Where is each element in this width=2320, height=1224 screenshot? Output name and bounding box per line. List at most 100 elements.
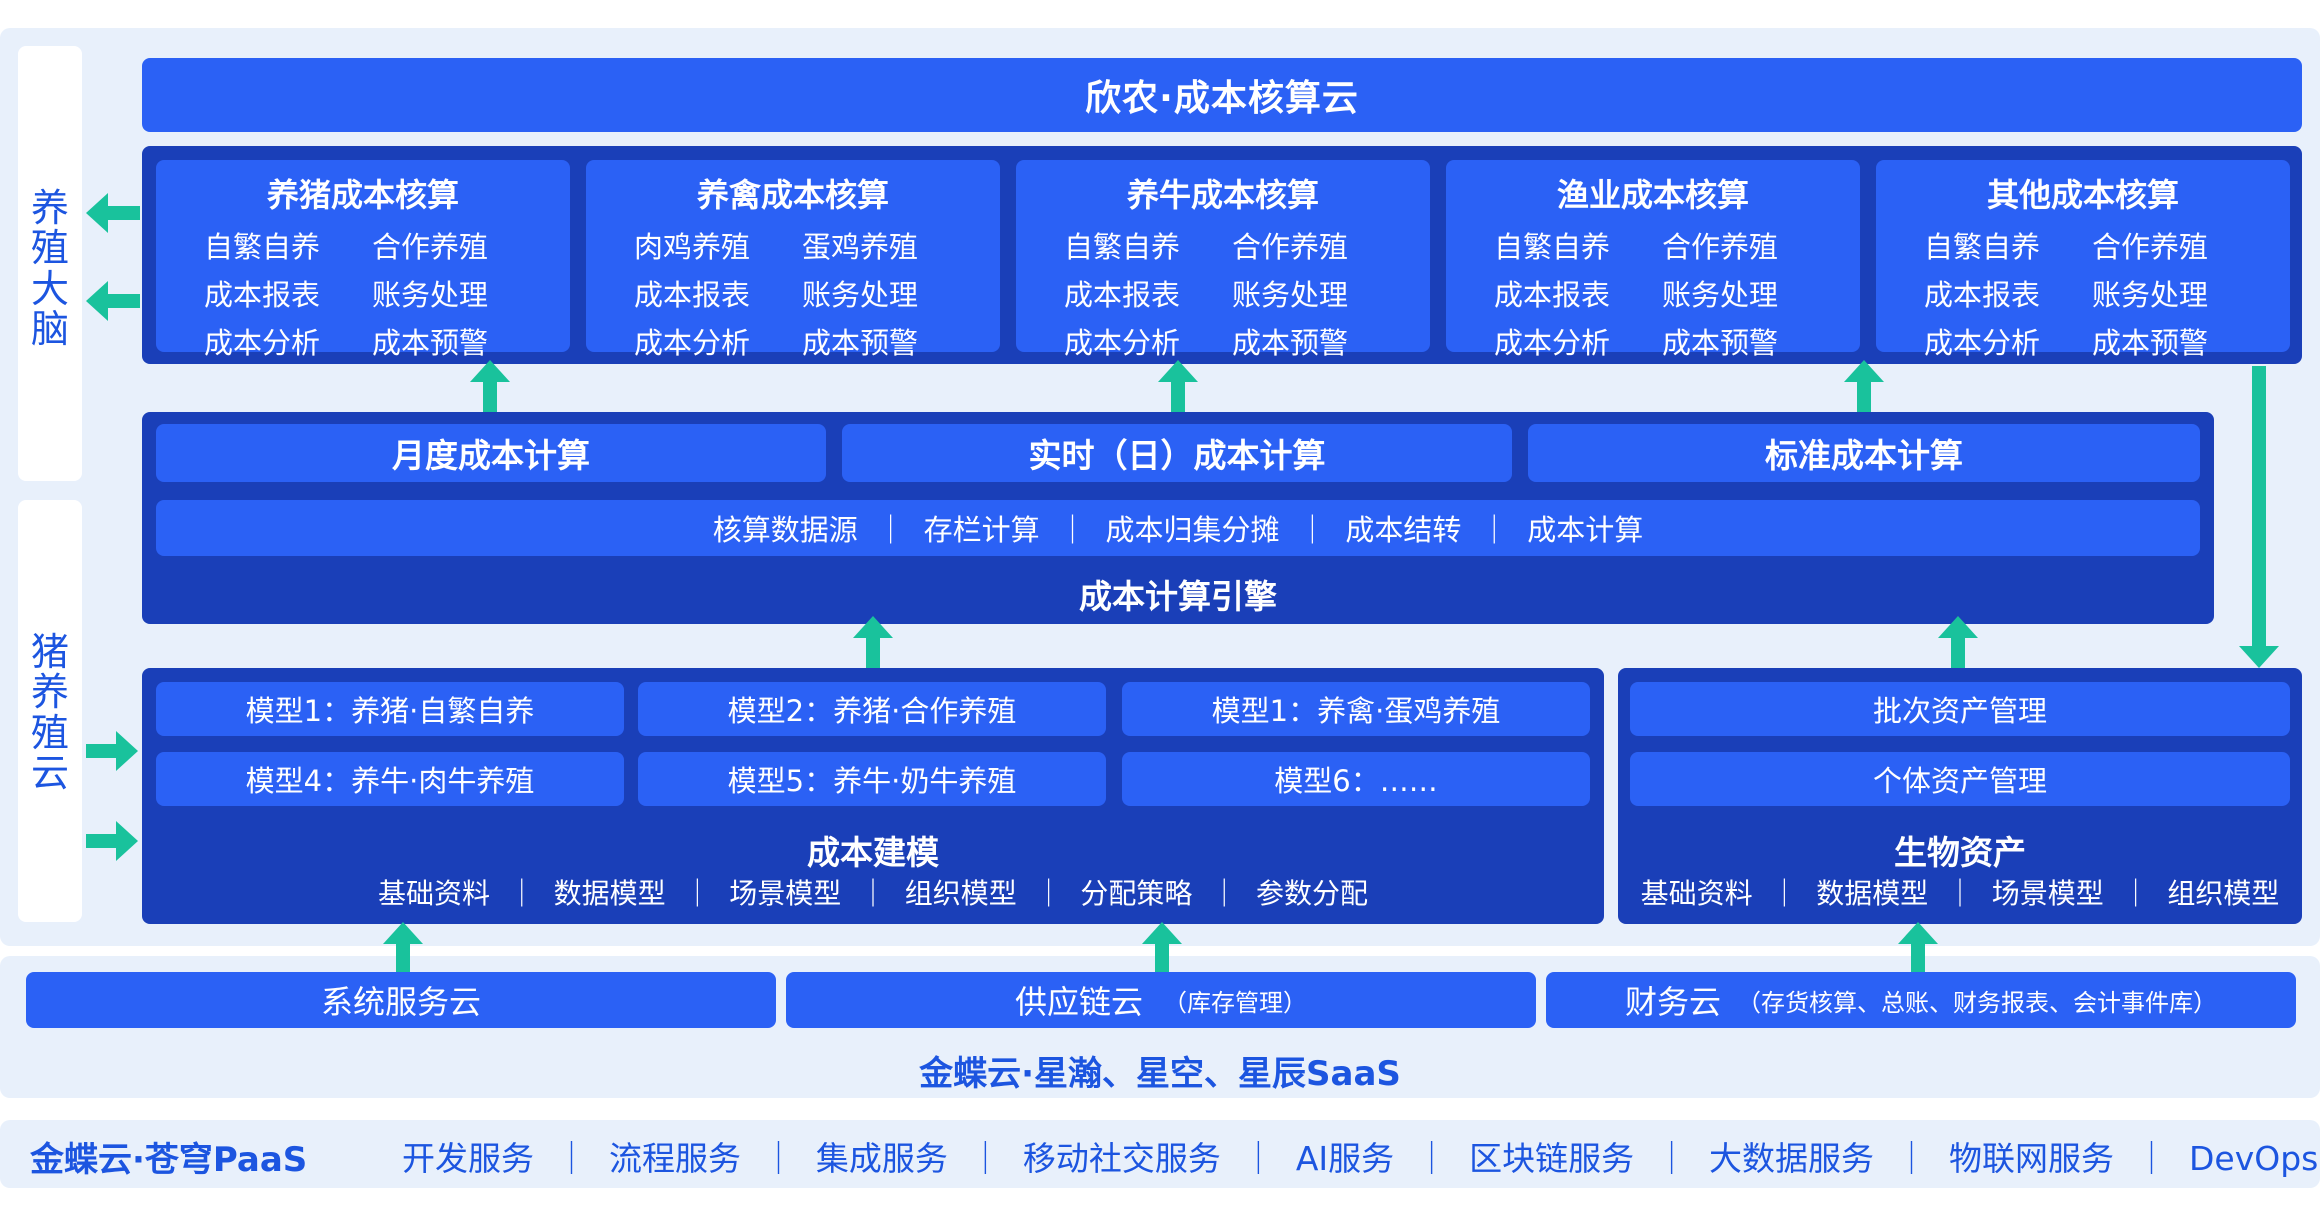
card-item: 账务处理	[802, 278, 919, 312]
card-item: 成本分析	[204, 326, 321, 360]
arrow-left-1-shaft	[108, 206, 140, 220]
card-cattle[interactable]: 养牛成本核算 自繁自养 合作养殖 成本报表 账务处理 成本分析 成本预警	[1016, 160, 1430, 360]
finance-cloud-label: 财务云	[1624, 983, 1721, 1021]
pig-breeding-cloud-label: 猪 养 殖 云	[30, 630, 69, 795]
card-item: 成本分析	[1494, 326, 1611, 360]
card-item: 成本预警	[1662, 326, 1779, 360]
card-item: 蛋鸡养殖	[802, 230, 919, 264]
arrow-up-shaft	[1951, 636, 1965, 668]
arrow-up-icon	[1158, 360, 1198, 382]
system-service-cloud[interactable]: 系统服务云	[26, 972, 776, 1028]
card-item: 成本预警	[372, 326, 489, 360]
card-item: 合作养殖	[1232, 230, 1349, 264]
arrow-right-icon	[116, 731, 138, 771]
card-item: 成本报表	[1064, 278, 1181, 312]
card-title: 养禽成本核算	[696, 176, 889, 214]
tab-monthly-cost[interactable]: 月度成本计算	[156, 424, 826, 482]
arrow-down-shaft	[2252, 366, 2266, 648]
card-item: 账务处理	[372, 278, 489, 312]
arrow-right-icon	[116, 821, 138, 861]
paas-name: 金蝶云·苍穹PaaS	[30, 1140, 308, 1180]
card-item: 成本报表	[1494, 278, 1611, 312]
card-item: 账务处理	[1232, 278, 1349, 312]
model-card[interactable]: 模型6：……	[1122, 752, 1590, 806]
card-title: 渔业成本核算	[1556, 176, 1749, 214]
engine-steps-bar: 核算数据源 ｜ 存栏计算 ｜ 成本归集分摊 ｜ 成本结转 ｜ 成本计算	[156, 500, 2200, 556]
card-item: 自繁自养	[1064, 230, 1181, 264]
model-card[interactable]: 模型5：养牛·奶牛养殖	[638, 752, 1106, 806]
tab-standard-cost[interactable]: 标准成本计算	[1528, 424, 2200, 482]
card-item: 合作养殖	[1662, 230, 1779, 264]
card-item: 成本报表	[1924, 278, 2041, 312]
card-item: 肉鸡养殖	[634, 230, 751, 264]
breeding-brain-label: 养 殖 大 脑	[30, 186, 69, 351]
arrow-up-shaft	[1155, 940, 1169, 978]
arrow-up-icon	[853, 616, 893, 638]
arrow-up-icon	[470, 360, 510, 382]
modeling-items: 基础资料 ｜ 数据模型 ｜ 场景模型 ｜ 组织模型 ｜ 分配策略 ｜ 参数分配	[377, 877, 1368, 910]
arrow-down-icon	[2239, 646, 2279, 668]
arrow-right-2-shaft	[86, 834, 118, 848]
card-item: 自繁自养	[1924, 230, 2041, 264]
paas-services: 开发服务 ｜ 流程服务 ｜ 集成服务 ｜ 移动社交服务 ｜ AI服务 ｜ 区块链…	[402, 1139, 2319, 1178]
model-card[interactable]: 模型2：养猪·合作养殖	[638, 682, 1106, 736]
card-item: 自繁自养	[204, 230, 321, 264]
arrow-left-2-shaft	[108, 294, 140, 308]
arrow-up-icon	[1898, 922, 1938, 944]
header-title-bar: 欣农·成本核算云	[142, 58, 2302, 132]
arrow-up-shaft	[1857, 380, 1871, 412]
finance-cloud-note: （存货核算、总账、财务报表、会计事件库）	[1737, 988, 2217, 1017]
modeling-title: 成本建模	[807, 833, 939, 872]
card-pig[interactable]: 养猪成本核算 自繁自养 合作养殖 成本报表 账务处理 成本分析 成本预警	[156, 160, 570, 360]
card-item: 自繁自养	[1494, 230, 1611, 264]
card-item: 成本预警	[2092, 326, 2209, 360]
left-column-top	[18, 46, 82, 481]
arrow-up-icon	[1844, 360, 1884, 382]
batch-asset-management[interactable]: 批次资产管理	[1630, 682, 2290, 736]
card-item: 成本预警	[1232, 326, 1349, 360]
arrow-up-shaft	[483, 380, 497, 412]
saas-platform-title: 金蝶云·星瀚、星空、星辰SaaS	[919, 1054, 1401, 1094]
paas-panel	[0, 1120, 2320, 1188]
card-fishery[interactable]: 渔业成本核算 自繁自养 合作养殖 成本报表 账务处理 成本分析 成本预警	[1446, 160, 1860, 360]
supply-chain-cloud-note: （库存管理）	[1163, 988, 1307, 1017]
card-title: 养牛成本核算	[1126, 176, 1319, 214]
arrow-up-shaft	[1171, 380, 1185, 412]
arrow-right-1-shaft	[86, 744, 118, 758]
model-card[interactable]: 模型4：养牛·肉牛养殖	[156, 752, 624, 806]
finance-cloud[interactable]: 财务云 （存货核算、总账、财务报表、会计事件库）	[1546, 972, 2296, 1028]
arrow-up-icon	[383, 922, 423, 944]
supply-chain-cloud[interactable]: 供应链云 （库存管理）	[786, 972, 1536, 1028]
individual-asset-management[interactable]: 个体资产管理	[1630, 752, 2290, 806]
card-item: 成本分析	[634, 326, 751, 360]
arrow-up-icon	[1142, 922, 1182, 944]
card-title: 其他成本核算	[1986, 176, 2179, 214]
arrow-up-icon	[1938, 616, 1978, 638]
left-column-bottom	[18, 500, 82, 922]
tab-realtime-cost[interactable]: 实时（日）成本计算	[842, 424, 1512, 482]
card-item: 成本报表	[204, 278, 321, 312]
engine-title: 成本计算引擎	[1079, 577, 1277, 616]
system-service-cloud-label: 系统服务云	[320, 983, 481, 1021]
model-card[interactable]: 模型1：养禽·蛋鸡养殖	[1122, 682, 1590, 736]
bio-assets-items: 基础资料 ｜ 数据模型 ｜ 场景模型 ｜ 组织模型	[1640, 877, 2280, 910]
card-item: 账务处理	[2092, 278, 2209, 312]
card-item: 账务处理	[1662, 278, 1779, 312]
card-item: 合作养殖	[2092, 230, 2209, 264]
arrow-up-shaft	[396, 940, 410, 978]
arrow-up-shaft	[866, 636, 880, 668]
card-item: 合作养殖	[372, 230, 489, 264]
card-item: 成本分析	[1924, 326, 2041, 360]
bio-assets-title: 生物资产	[1894, 833, 2026, 872]
arrow-up-shaft	[1911, 940, 1925, 978]
arrow-left-icon	[86, 193, 108, 233]
card-item: 成本报表	[634, 278, 751, 312]
model-card[interactable]: 模型1：养猪·自繁自养	[156, 682, 624, 736]
card-other[interactable]: 其他成本核算 自繁自养 合作养殖 成本报表 账务处理 成本分析 成本预警	[1876, 160, 2290, 360]
card-item: 成本预警	[802, 326, 919, 360]
card-poultry[interactable]: 养禽成本核算 肉鸡养殖 蛋鸡养殖 成本报表 账务处理 成本分析 成本预警	[586, 160, 1000, 360]
card-title: 养猪成本核算	[266, 176, 459, 214]
supply-chain-cloud-label: 供应链云	[1014, 983, 1143, 1021]
card-item: 成本分析	[1064, 326, 1181, 360]
arrow-left-icon	[86, 281, 108, 321]
